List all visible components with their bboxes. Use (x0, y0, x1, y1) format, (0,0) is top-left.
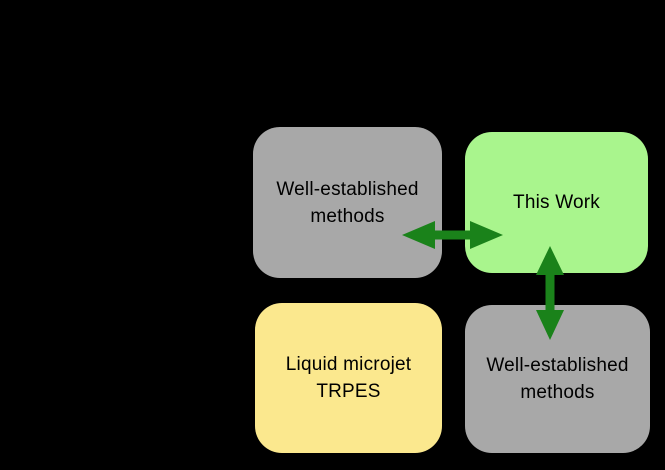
box-this-work: This Work (465, 132, 648, 273)
box-liquid-microjet-trpes: Liquid microjet TRPES (255, 303, 442, 453)
box-label-this-work: This Work (513, 192, 600, 213)
horizontal-double-arrow-icon (402, 221, 503, 249)
box-label-well-established-top: Well-established methods (276, 178, 419, 227)
horizontal-double-arrow-shape (402, 221, 503, 249)
vertical-double-arrow-shape (536, 246, 564, 340)
box-well-established-methods-top: Well-established methods (253, 127, 442, 278)
box-label-liquid-microjet-trpes: Liquid microjet TRPES (285, 354, 412, 402)
box-well-established-methods-bottom: Well-established methods (465, 305, 650, 453)
box-label-well-established-bottom: Well-established methods (486, 355, 629, 403)
vertical-double-arrow-icon (536, 246, 564, 340)
